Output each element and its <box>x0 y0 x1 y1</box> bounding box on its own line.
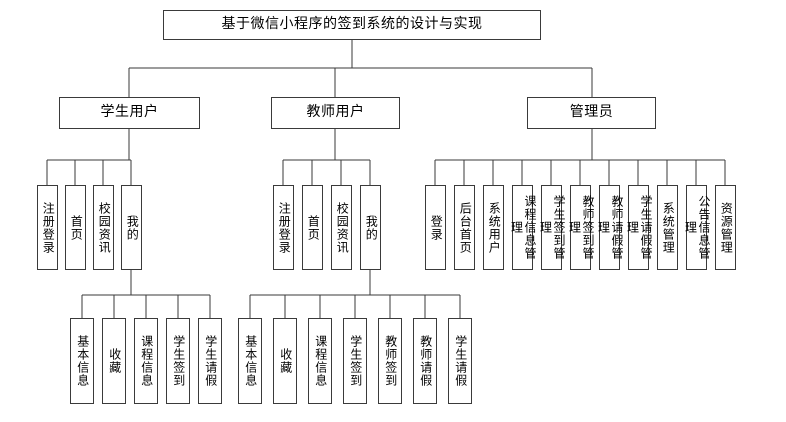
branch-student-user: 学生用户 <box>59 97 200 129</box>
teacher-grandchild-teacher-checkin: 教师签到 <box>378 318 402 404</box>
admin-child-teacher-leave-management: 教师请假管理 <box>597 185 624 270</box>
teacher-grandchild-course-info: 课程信息 <box>308 318 332 404</box>
student-child-register-login: 注册登录 <box>37 185 58 270</box>
teacher-grandchild-teacher-leave: 教师请假 <box>413 318 437 404</box>
teacher-child-home: 首页 <box>302 185 323 270</box>
teacher-grandchild-basic-info: 基本信息 <box>238 318 262 404</box>
teacher-grandchild-student-checkin: 学生签到 <box>343 318 367 404</box>
student-grandchild-basic-info: 基本信息 <box>70 318 94 404</box>
student-child-mine: 我的 <box>121 185 142 270</box>
student-grandchild-student-checkin: 学生签到 <box>166 318 190 404</box>
student-grandchild-course-info: 课程信息 <box>134 318 158 404</box>
teacher-child-register-login: 注册登录 <box>273 185 294 270</box>
admin-child-resource-management: 资源管理 <box>715 185 736 270</box>
branch-administrator: 管理员 <box>527 97 656 129</box>
teacher-child-mine: 我的 <box>360 185 381 270</box>
branch-teacher-user: 教师用户 <box>271 97 400 129</box>
root-node: 基于微信小程序的签到系统的设计与实现 <box>163 10 541 40</box>
admin-child-system-management: 系统管理 <box>657 185 678 270</box>
student-child-campus-news: 校园资讯 <box>93 185 114 270</box>
admin-child-teacher-checkin-management: 教师签到管理 <box>568 185 595 270</box>
teacher-grandchild-favorites: 收藏 <box>273 318 297 404</box>
admin-child-login: 登录 <box>425 185 446 270</box>
admin-child-student-leave-management: 学生请假管理 <box>626 185 653 270</box>
admin-child-student-checkin-management: 学生签到管理 <box>539 185 566 270</box>
student-grandchild-favorites: 收藏 <box>102 318 126 404</box>
admin-child-backend-home: 后台首页 <box>454 185 475 270</box>
admin-child-announcement-info-management: 公告信息管理 <box>684 185 711 270</box>
student-grandchild-student-leave: 学生请假 <box>198 318 222 404</box>
student-child-home: 首页 <box>65 185 86 270</box>
admin-child-course-info-management: 课程信息管理 <box>510 185 537 270</box>
admin-child-system-users: 系统用户 <box>483 185 504 270</box>
teacher-child-campus-news: 校园资讯 <box>331 185 352 270</box>
teacher-grandchild-student-leave: 学生请假 <box>448 318 472 404</box>
